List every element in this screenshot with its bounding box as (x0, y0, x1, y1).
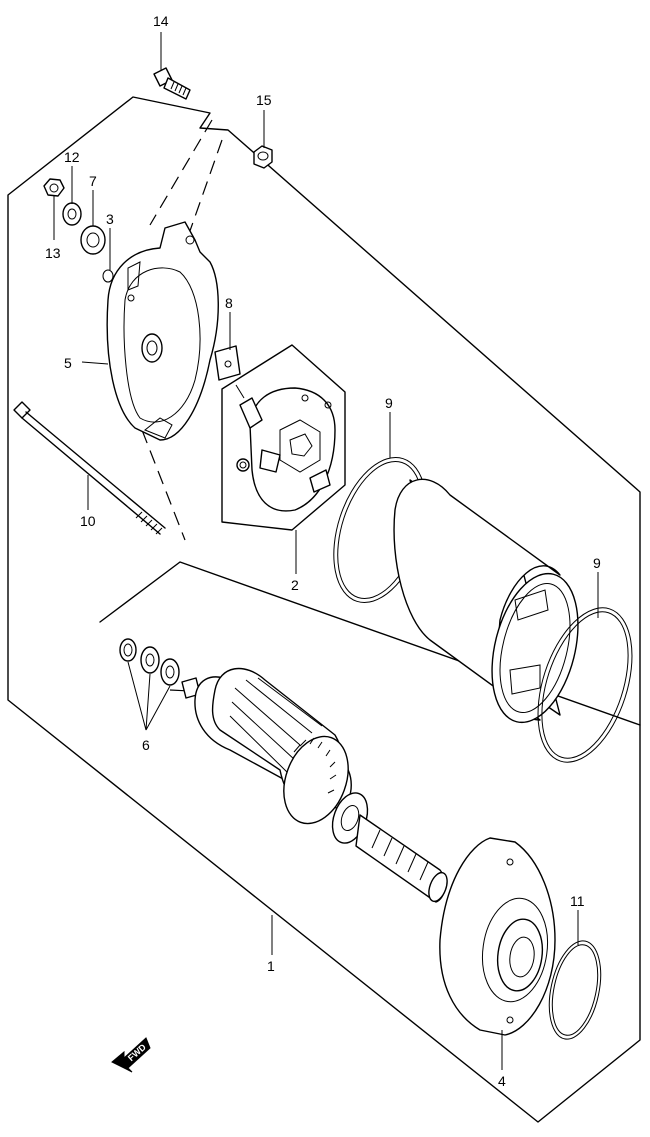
callout-3: 3 (106, 211, 114, 227)
brush-holder-frame (221, 344, 346, 531)
callout-9-lower: 9 (593, 555, 601, 571)
rear-housing-5 (106, 221, 219, 441)
callout-13: 13 (45, 245, 61, 261)
o-ring-9-lower (537, 607, 633, 763)
callout-14: 14 (153, 13, 169, 29)
fwd-arrow-icon: FWD (111, 1037, 151, 1073)
callout-5: 5 (64, 355, 72, 371)
brush-holder-2 (235, 384, 336, 512)
callout-6: 6 (142, 737, 150, 753)
callout-15: 15 (256, 92, 272, 108)
yoke-case (393, 478, 579, 724)
callout-10: 10 (80, 513, 96, 529)
alignment-line-rod (141, 429, 186, 541)
o-ring-3 (102, 269, 114, 283)
o-ring-11 (548, 940, 602, 1040)
callout-8: 8 (225, 295, 233, 311)
assembly-frame (7, 96, 641, 1123)
plate-8 (214, 345, 241, 381)
callout-2: 2 (291, 577, 299, 593)
alignment-line-nut (184, 139, 223, 246)
alignment-line-bolt (149, 119, 213, 226)
armature (181, 667, 448, 903)
callout-12: 12 (64, 149, 80, 165)
nut-15 (253, 145, 273, 169)
shims-6 (119, 638, 180, 686)
callout-11: 11 (570, 893, 585, 909)
seal-7 (80, 225, 106, 255)
callout-9-upper: 9 (385, 395, 393, 411)
callout-1: 1 (267, 958, 275, 974)
front-housing-4 (439, 837, 556, 1036)
nut-13 (43, 178, 65, 197)
callout-7: 7 (89, 173, 97, 189)
washer-12 (62, 202, 82, 226)
bolt-14 (153, 67, 191, 100)
callout-4: 4 (498, 1073, 506, 1089)
through-bolt-10 (13, 401, 166, 535)
leader-lines (53, 32, 599, 1070)
